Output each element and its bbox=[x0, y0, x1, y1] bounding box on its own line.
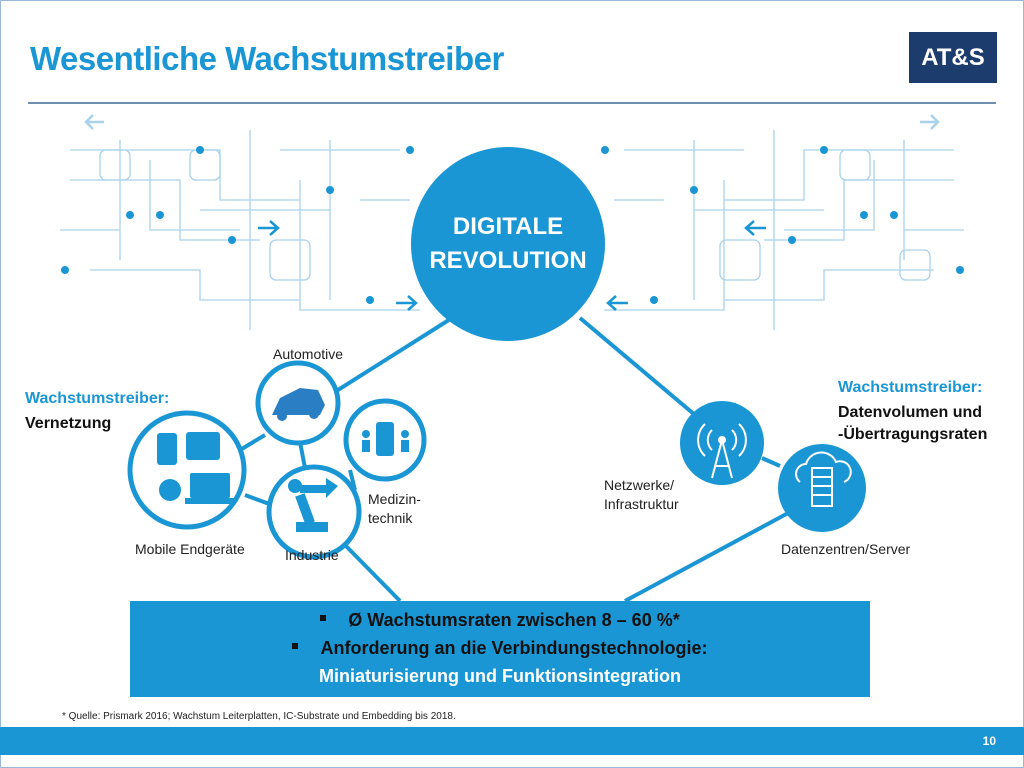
center-line-2: REVOLUTION bbox=[429, 247, 587, 274]
cloud-server-icon bbox=[795, 451, 852, 507]
label-automotive: Automotive bbox=[273, 346, 344, 362]
car-icon bbox=[272, 388, 325, 421]
ats-logo: AT&S bbox=[909, 32, 997, 83]
datacenter-circle bbox=[778, 444, 866, 532]
bullet-icon bbox=[320, 615, 327, 622]
robot-arm-icon bbox=[288, 478, 338, 532]
slide-title: Wesentliche Wachstumstreiber bbox=[30, 40, 504, 77]
summary-line-2: Anforderung an die Verbindungstechnologi… bbox=[320, 638, 708, 658]
left-text: Vernetzung bbox=[25, 415, 112, 432]
bullet-icon bbox=[292, 643, 299, 650]
label-netzwerke-2: Infrastruktur bbox=[604, 496, 679, 512]
label-netzwerke-1: Netzwerke/ bbox=[604, 477, 675, 493]
summary-line-1: Ø Wachstumsraten zwischen 8 – 60 %* bbox=[348, 610, 680, 630]
summary-line-3: Miniaturisierung und Funktionsintegratio… bbox=[319, 666, 681, 686]
page-number: 10 bbox=[982, 734, 996, 748]
right-text-1: Datenvolumen und bbox=[838, 404, 983, 421]
summary-box: Ø Wachstumsraten zwischen 8 – 60 %* Anfo… bbox=[130, 601, 870, 697]
digital-revolution-circle: DIGITALE REVOLUTION bbox=[411, 147, 605, 341]
label-datenzentren: Datenzentren/Server bbox=[781, 541, 911, 557]
right-text-2: -Übertragungsraten bbox=[838, 426, 988, 443]
mobile-devices-circle bbox=[127, 410, 247, 530]
arrow-icons bbox=[84, 114, 940, 311]
circuit-background bbox=[60, 130, 964, 330]
right-heading: Wachstumstreiber: bbox=[838, 379, 983, 396]
center-line-1: DIGITALE bbox=[452, 213, 564, 240]
connector-lines bbox=[238, 316, 791, 603]
mobile-devices-icon bbox=[157, 432, 235, 504]
label-medizin-1: Medizin- bbox=[368, 491, 421, 507]
medical-app-icon bbox=[362, 422, 409, 456]
label-medizin-2: technik bbox=[368, 510, 413, 526]
left-heading: Wachstumstreiber: bbox=[25, 390, 170, 407]
label-industrie: Industrie bbox=[285, 547, 339, 563]
footnote: * Quelle: Prismark 2016; Wachstum Leiter… bbox=[62, 711, 456, 722]
footer-bar: 10 bbox=[0, 727, 1024, 755]
label-mobile: Mobile Endgeräte bbox=[135, 541, 245, 557]
circuit-nodes bbox=[61, 146, 964, 304]
antenna-icon bbox=[697, 423, 747, 479]
title-divider bbox=[28, 102, 996, 104]
industry-circle bbox=[266, 464, 362, 560]
